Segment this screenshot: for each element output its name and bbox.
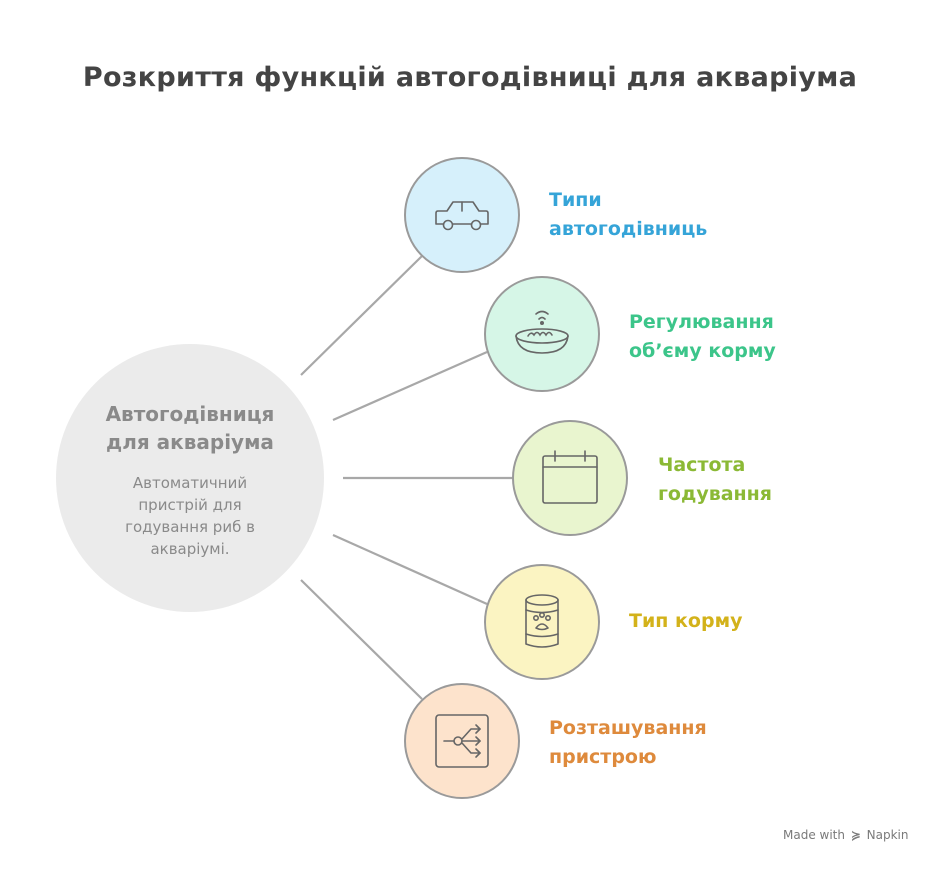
distribution-arrows-icon: [435, 714, 489, 768]
center-desc-line: Автоматичний: [132, 474, 248, 492]
branch-circle: [484, 564, 600, 680]
branch-label-line: пристрою: [549, 746, 657, 768]
diagram-title: Розкриття функцій автогодівниці для аква…: [82, 62, 858, 93]
connector-line-3: [332, 533, 488, 606]
branch-label-line: Регулювання: [629, 311, 774, 333]
branch-label-frequency: Частота годування: [658, 451, 772, 509]
pet-food-can-icon: [525, 594, 559, 648]
branch-label-volume: Регулювання об’єму корму: [629, 308, 776, 366]
branch-label-line: Типи: [549, 189, 602, 211]
food-bowl-icon: [515, 310, 569, 354]
center-node-title: Автогодівниця для акваріума: [72, 400, 308, 456]
center-node-description: Автоматичний пристрій для годування риб …: [100, 472, 280, 560]
connector-lines: [300, 255, 514, 700]
branch-circle: [404, 157, 520, 273]
center-title-line: Автогодівниця: [105, 402, 275, 426]
branch-node-types: [404, 157, 520, 273]
branch-node-frequency: [512, 420, 628, 536]
branch-label-types: Типи автогодівниць: [549, 186, 707, 244]
connector-line-1: [332, 350, 488, 422]
branch-label-line: Частота: [658, 454, 746, 476]
center-desc-line: годування риб в: [125, 518, 255, 536]
center-desc-line: акваріумі.: [150, 540, 230, 558]
credit-text: Made with: [783, 828, 845, 842]
made-with-credit[interactable]: Made with ≽ Napkin: [783, 828, 908, 842]
branch-circle: [484, 276, 600, 392]
branch-label-line: годування: [658, 483, 773, 505]
center-desc-line: пристрій для: [138, 496, 242, 514]
branch-label-placement: Розташування пристрою: [549, 714, 707, 772]
branch-node-volume: [484, 276, 600, 392]
branch-label-line: Тип корму: [629, 610, 743, 632]
branch-label-line: Розташування: [549, 717, 707, 739]
branch-node-placement: [404, 683, 520, 799]
center-title-line: для акваріума: [106, 430, 274, 454]
center-node: [56, 344, 324, 612]
calendar-icon: [542, 450, 598, 504]
car-icon: [435, 201, 489, 231]
connector-line-0: [300, 255, 423, 376]
connector-line-4: [300, 579, 423, 700]
branch-label-food-type: Тип корму: [629, 607, 742, 636]
branch-label-line: автогодівниць: [549, 218, 708, 240]
branch-node-food-type: [484, 564, 600, 680]
napkin-logo-icon: ≽: [850, 828, 861, 842]
credit-brand: Napkin: [866, 828, 909, 842]
branch-circle: [512, 420, 628, 536]
branch-label-line: об’єму корму: [629, 340, 776, 362]
